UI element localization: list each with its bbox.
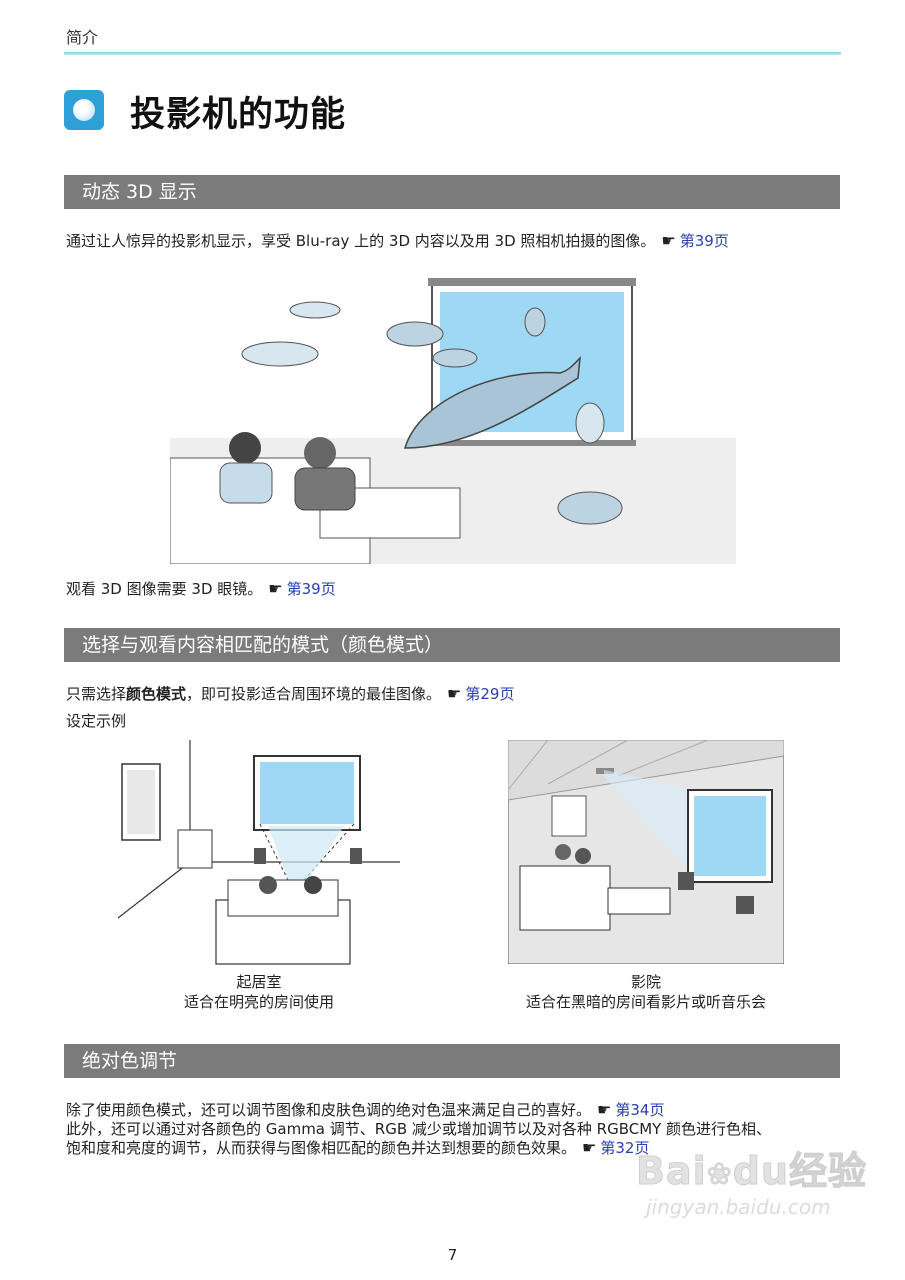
caption-title: 影院 xyxy=(630,973,661,991)
living-room-illustration xyxy=(118,740,400,965)
color-mode-term: 颜色模式 xyxy=(126,685,187,703)
chapter-bullet-icon xyxy=(64,90,104,130)
caption-living-room: 起居室 适合在明亮的房间使用 xyxy=(118,972,400,1012)
header-rule xyxy=(64,52,841,55)
caption-description: 适合在黑暗的房间看影片或听音乐会 xyxy=(525,993,766,1011)
pointing-hand-icon: ☛ xyxy=(268,579,283,598)
theater-illustration xyxy=(508,740,784,964)
3d-viewing-illustration xyxy=(170,278,736,564)
paragraph-text: ，即可投影适合周围环境的最佳图像。 xyxy=(186,685,442,703)
paragraph-color-mode: 只需选择颜色模式，即可投影适合周围环境的最佳图像。 ☛第29页 xyxy=(66,683,514,704)
section-heading-color-mode: 选择与观看内容相匹配的模式（颜色模式） xyxy=(64,628,840,662)
page-ref-link[interactable]: 第32页 xyxy=(600,1139,650,1157)
watermark-brand-a: Bai xyxy=(636,1149,707,1194)
paragraph-text: 只需选择 xyxy=(66,685,127,703)
paw-icon: ❀ xyxy=(706,1157,733,1193)
paragraph-3d-glasses: 观看 3D 图像需要 3D 眼镜。 ☛第39页 xyxy=(66,578,336,599)
pointing-hand-icon: ☛ xyxy=(597,1100,612,1119)
section-heading-3d: 动态 3D 显示 xyxy=(64,175,840,209)
paragraph-absolute-color-1: 除了使用颜色模式，还可以调节图像和皮肤色调的绝对色温来满足自己的喜好。 ☛第34页 xyxy=(66,1099,664,1120)
watermark-brand-c: 经验 xyxy=(789,1149,868,1194)
section-heading-absolute-color: 绝对色调节 xyxy=(64,1044,840,1078)
baidu-jingyan-watermark: Bai❀du经验 jingyan.baidu.com xyxy=(636,1140,868,1220)
paragraph-absolute-color-3: 饱和度和亮度的调节，从而获得与图像相匹配的颜色并达到想要的颜色效果。 ☛第32页 xyxy=(66,1137,649,1158)
watermark-url: jingyan.baidu.com xyxy=(646,1195,831,1219)
page-number: 7 xyxy=(447,1246,458,1264)
pointing-hand-icon: ☛ xyxy=(661,231,676,250)
paragraph-text: 饱和度和亮度的调节，从而获得与图像相匹配的颜色并达到想要的颜色效果。 xyxy=(66,1139,577,1157)
caption-theater: 影院 适合在黑暗的房间看影片或听音乐会 xyxy=(500,972,792,1012)
pointing-hand-icon: ☛ xyxy=(447,684,462,703)
header-label: 简介 xyxy=(66,28,99,47)
page-ref-link[interactable]: 第34页 xyxy=(615,1101,665,1119)
page-ref-link[interactable]: 第39页 xyxy=(286,580,336,598)
pointing-hand-icon: ☛ xyxy=(582,1138,597,1157)
page-ref-link[interactable]: 第39页 xyxy=(679,232,729,250)
paragraph-text: 除了使用颜色模式，还可以调节图像和皮肤色调的绝对色温来满足自己的喜好。 xyxy=(66,1101,592,1119)
paragraph-3d-intro: 通过让人惊异的投影机显示，享受 Blu-ray 上的 3D 内容以及用 3D 照… xyxy=(66,230,729,251)
paragraph-text: 观看 3D 图像需要 3D 眼镜。 xyxy=(66,580,263,598)
paragraph-setting-example: 设定示例 xyxy=(66,712,127,730)
caption-title: 起居室 xyxy=(236,973,282,991)
caption-description: 适合在明亮的房间使用 xyxy=(183,993,334,1011)
page-title: 投影机的功能 xyxy=(130,95,347,135)
watermark-brand-b: du xyxy=(732,1149,790,1194)
paragraph-absolute-color-2: 此外，还可以通过对各颜色的 Gamma 调节、RGB 减少或增加调节以及对各种 … xyxy=(66,1120,772,1138)
page-ref-link[interactable]: 第29页 xyxy=(465,685,515,703)
paragraph-text: 通过让人惊异的投影机显示，享受 Blu-ray 上的 3D 内容以及用 3D 照… xyxy=(66,232,656,250)
